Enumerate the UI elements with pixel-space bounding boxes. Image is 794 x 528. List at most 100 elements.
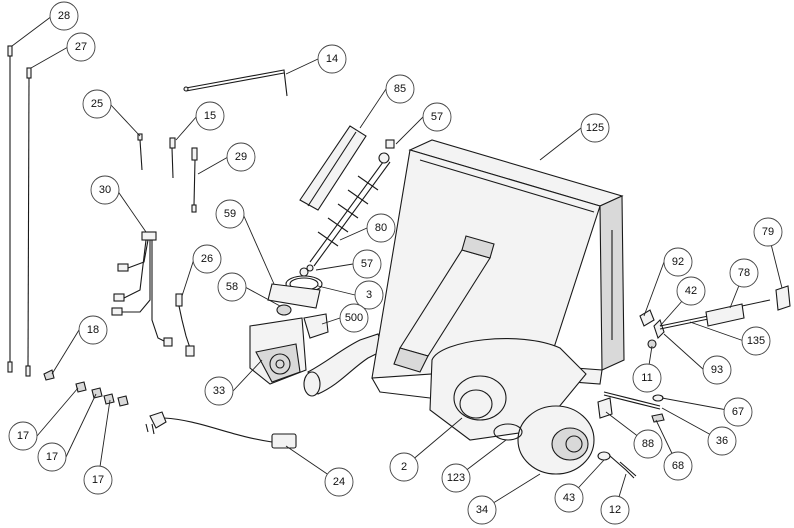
svg-text:92: 92 bbox=[672, 256, 684, 268]
part-29-sensor bbox=[191, 147, 198, 213]
callout-135: 135 bbox=[741, 326, 771, 356]
part-85-auger-cover bbox=[299, 125, 367, 211]
svg-text:15: 15 bbox=[204, 110, 216, 122]
svg-text:42: 42 bbox=[685, 285, 697, 297]
callout-43: 43 bbox=[554, 483, 584, 513]
callout-36: 36 bbox=[707, 426, 737, 456]
svg-text:17: 17 bbox=[17, 430, 29, 442]
svg-text:18: 18 bbox=[87, 324, 99, 336]
callout-85: 85 bbox=[385, 74, 415, 104]
svg-text:57: 57 bbox=[431, 111, 443, 123]
svg-text:59: 59 bbox=[224, 208, 236, 220]
callout-27: 27 bbox=[66, 32, 96, 62]
part-78-bracket bbox=[705, 299, 771, 327]
callout-25: 25 bbox=[82, 89, 112, 119]
callout-79: 79 bbox=[753, 217, 783, 247]
svg-text:80: 80 bbox=[375, 222, 387, 234]
part-88-bracket bbox=[597, 397, 613, 419]
svg-text:58: 58 bbox=[226, 281, 238, 293]
svg-text:28: 28 bbox=[58, 10, 70, 22]
svg-text:125: 125 bbox=[586, 122, 604, 134]
callout-33: 33 bbox=[204, 376, 234, 406]
part-14-bent-rod bbox=[183, 69, 288, 97]
callout-14: 14 bbox=[317, 44, 347, 74]
svg-text:11: 11 bbox=[641, 372, 652, 384]
part-500-bracket bbox=[303, 313, 329, 339]
part-26-cable bbox=[175, 293, 195, 357]
callout-123: 123 bbox=[441, 463, 471, 493]
part-18-clip bbox=[43, 369, 55, 381]
callout-57-mid: 57 bbox=[352, 249, 382, 279]
svg-text:500: 500 bbox=[345, 312, 363, 324]
svg-text:67: 67 bbox=[732, 406, 744, 418]
part-33-motor bbox=[249, 317, 307, 385]
callout-15: 15 bbox=[195, 101, 225, 131]
part-12-sensor bbox=[619, 461, 637, 477]
svg-text:24: 24 bbox=[333, 476, 345, 488]
svg-text:135: 135 bbox=[747, 335, 765, 347]
callout-26: 26 bbox=[192, 244, 222, 274]
svg-text:2: 2 bbox=[401, 461, 407, 473]
part-123-gasket bbox=[493, 423, 523, 441]
svg-text:14: 14 bbox=[326, 53, 338, 65]
part-58-nut bbox=[276, 304, 292, 316]
svg-text:26: 26 bbox=[201, 253, 213, 265]
callout-17-b: 17 bbox=[37, 442, 67, 472]
part-79-bracket bbox=[775, 285, 791, 311]
part-25-rod bbox=[137, 133, 143, 171]
svg-text:85: 85 bbox=[394, 83, 406, 95]
part-flue-pipe bbox=[303, 333, 385, 397]
svg-text:88: 88 bbox=[642, 438, 654, 450]
callout-93: 93 bbox=[702, 355, 732, 385]
svg-text:68: 68 bbox=[672, 460, 684, 472]
svg-text:34: 34 bbox=[476, 504, 488, 516]
callout-29: 29 bbox=[226, 142, 256, 172]
callout-80: 80 bbox=[366, 213, 396, 243]
part-59-plate bbox=[267, 283, 321, 309]
callout-12: 12 bbox=[600, 495, 630, 525]
svg-text:123: 123 bbox=[447, 472, 465, 484]
part-34-fan bbox=[517, 405, 595, 475]
callout-78: 78 bbox=[729, 258, 759, 288]
callouts: 28 27 14 85 57 125 25 15 29 30 59 80 57 … bbox=[8, 1, 783, 525]
part-feed-chute bbox=[393, 235, 495, 373]
callout-30: 30 bbox=[90, 175, 120, 205]
callout-58: 58 bbox=[217, 272, 247, 302]
callout-18: 18 bbox=[78, 315, 108, 345]
part-24-power-cord bbox=[145, 411, 297, 449]
parts bbox=[7, 45, 791, 479]
svg-text:3: 3 bbox=[366, 289, 372, 301]
callout-24: 24 bbox=[324, 467, 354, 497]
callout-59: 59 bbox=[215, 199, 245, 229]
callout-88: 88 bbox=[633, 429, 663, 459]
part-67-pin bbox=[652, 394, 664, 402]
svg-text:43: 43 bbox=[563, 492, 575, 504]
svg-text:57: 57 bbox=[361, 258, 373, 270]
part-30-wiring-harness bbox=[111, 231, 173, 347]
callout-68: 68 bbox=[663, 451, 693, 481]
part-68-clip bbox=[651, 413, 665, 423]
callout-3: 3 bbox=[354, 280, 384, 310]
svg-text:36: 36 bbox=[716, 435, 728, 447]
part-57-bushing bbox=[299, 264, 314, 277]
svg-text:27: 27 bbox=[75, 41, 87, 53]
part-43-igniter bbox=[597, 451, 635, 479]
svg-text:79: 79 bbox=[762, 226, 774, 238]
callout-11: 11 bbox=[632, 363, 662, 393]
part-28-rod bbox=[7, 45, 13, 373]
svg-text:17: 17 bbox=[46, 451, 58, 463]
callout-2: 2 bbox=[389, 452, 419, 482]
callout-42: 42 bbox=[676, 276, 706, 306]
callout-17-a: 17 bbox=[8, 421, 38, 451]
svg-text:33: 33 bbox=[213, 385, 225, 397]
svg-text:12: 12 bbox=[609, 504, 621, 516]
svg-text:30: 30 bbox=[99, 184, 111, 196]
callout-125: 125 bbox=[580, 113, 610, 143]
part-36-rod bbox=[603, 391, 661, 410]
callout-17-c: 17 bbox=[83, 465, 113, 495]
callout-67: 67 bbox=[723, 397, 753, 427]
svg-text:93: 93 bbox=[711, 364, 723, 376]
svg-text:29: 29 bbox=[235, 151, 247, 163]
callout-34: 34 bbox=[467, 495, 497, 525]
